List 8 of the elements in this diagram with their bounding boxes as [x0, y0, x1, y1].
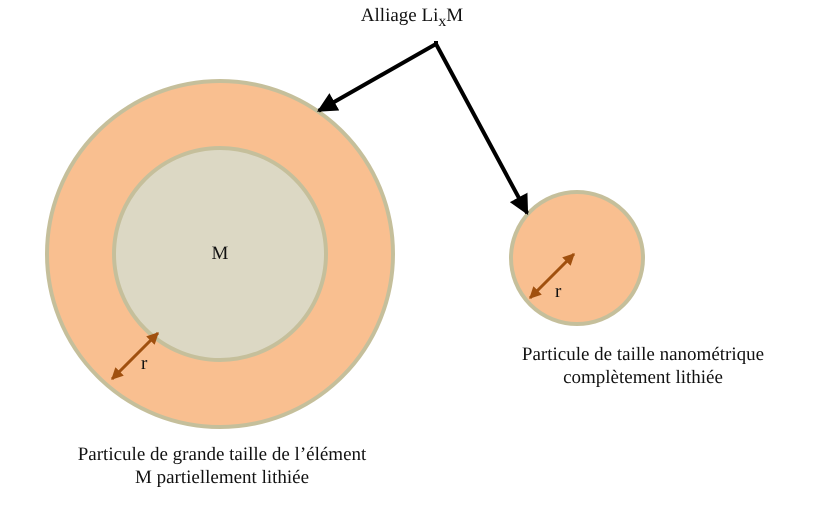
radius-label: r [555, 280, 562, 303]
radius-label: r [141, 352, 148, 375]
particle-caption: Particule de grande taille de l’élément M partiellement lithiée [76, 443, 368, 489]
arrow [317, 41, 438, 112]
particle-caption: Particule de taille nanométrique complètement lithiée [520, 343, 766, 389]
arrow [434, 41, 529, 215]
label-text: Alliage Li$_{x}$M [352, 3, 472, 41]
element-label: M [210, 242, 230, 265]
